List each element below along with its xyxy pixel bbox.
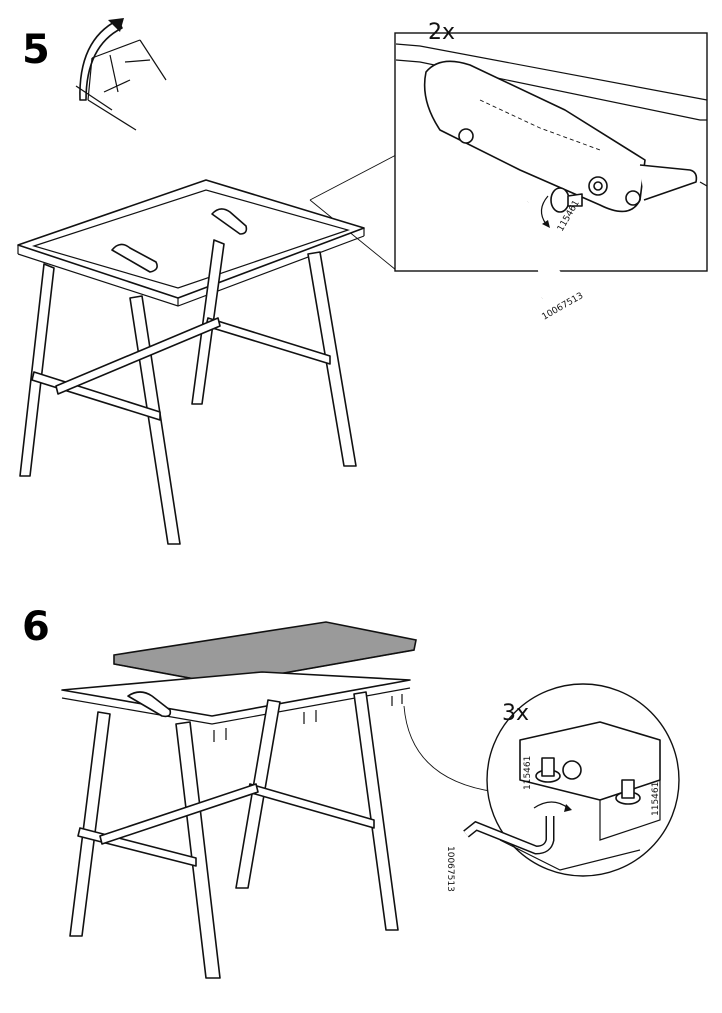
step-6-screw-left-part-number: 115461 — [523, 756, 533, 790]
step-6-key-part-number: 10067513 — [445, 846, 455, 892]
allen-key-10067513 — [514, 199, 566, 301]
step-6-callout-line — [403, 705, 497, 793]
screw-left-115461 — [535, 757, 561, 783]
screw-115461 — [550, 176, 608, 213]
step-5-quantity: 2x — [428, 20, 455, 45]
step-6-detail-circle: 3x 115461 115461 — [463, 683, 680, 877]
step-5-detail-box: 2x 115461 10067513 — [394, 20, 708, 323]
step-5-table — [17, 179, 365, 545]
step-6-screw-right-part-number: 115461 — [651, 782, 661, 816]
step-6-number: 6 — [22, 604, 50, 650]
step-5-number: 5 — [22, 27, 50, 73]
step-6-quantity: 3x — [502, 701, 529, 726]
step-5-callout-lines — [309, 154, 397, 271]
screw-right-115461 — [615, 779, 641, 805]
flip-over-icon — [75, 18, 167, 131]
step-6-table — [61, 621, 417, 979]
